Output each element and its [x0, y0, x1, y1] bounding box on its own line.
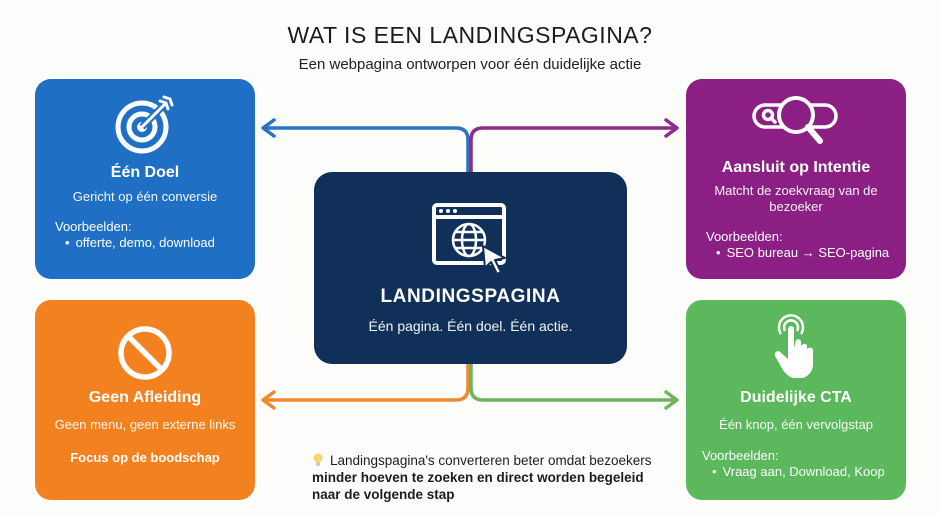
examples-label: Voorbeelden:: [706, 229, 783, 244]
focus-text: Focus op de boodschap: [70, 450, 220, 465]
example-item: SEO bureau → SEO-pagina: [716, 245, 898, 261]
card-aansluit-op-intentie: Aansluit op Intentie Matcht de zoekvraag…: [686, 79, 906, 279]
card-een-doel: Één Doel Gericht op één conversie Voorbe…: [35, 79, 255, 279]
example-item: offerte, demo, download: [65, 235, 247, 251]
card-description: Gericht op één conversie: [72, 189, 218, 204]
connector-to-doel: [262, 126, 470, 174]
tap-hand-icon: [774, 314, 813, 378]
center-title: LANDINGSPAGINA: [380, 286, 561, 307]
example-item: Vraag aan, Download, Koop: [712, 464, 898, 480]
footnote-emphasis: minder hoeven te zoeken en direct worden…: [312, 470, 644, 502]
footnote-text: Landingspagina's converteren beter omdat…: [330, 453, 652, 468]
card-description: Één knop, één vervolgstap: [719, 417, 873, 432]
card-geen-afleiding: Geen Afleiding Geen menu, geen externe l…: [35, 300, 255, 500]
card-duidelijke-cta: Duidelijke CTA Één knop, één vervolgstap…: [686, 300, 906, 500]
examples-block: Voorbeelden: SEO bureau → SEO-pagina: [706, 229, 898, 261]
center-tagline: Één pagina. Één doel. Één actie.: [368, 318, 573, 334]
footnote: Landingspagina's converteren beter omdat…: [312, 452, 652, 503]
card-title: Geen Afleiding: [88, 389, 202, 406]
prohibited-icon: [118, 326, 172, 380]
lightbulb-icon: [313, 453, 323, 466]
card-description: Geen menu, geen externe links: [54, 417, 236, 432]
examples-label: Voorbeelden:: [55, 219, 132, 234]
search-bar-magnifier-icon: [752, 96, 838, 144]
connector-to-cta: [469, 362, 678, 402]
browser-globe-cursor-icon: [431, 203, 506, 275]
card-description: Matcht de zoekvraag van de bezoeker: [714, 183, 878, 214]
target-arrow-icon: [115, 95, 174, 154]
connector-to-intentie: [469, 126, 678, 174]
examples-block: Voorbeelden: Vraag aan, Download, Koop: [702, 448, 898, 480]
card-title: Aansluit op Intentie: [721, 159, 871, 176]
page-title: WAT IS EEN LANDINGSPAGINA?: [287, 22, 653, 48]
card-landingspagina: LANDINGSPAGINA Één pagina. Één doel. Één…: [314, 172, 627, 364]
examples-block: Voorbeelden: offerte, demo, download: [55, 219, 247, 251]
connector-to-afleiding: [262, 362, 470, 402]
page-subtitle: Een webpagina ontworpen voor één duideli…: [298, 56, 642, 73]
examples-label: Voorbeelden:: [702, 448, 779, 463]
card-title: Één Doel: [110, 164, 180, 181]
card-title: Duidelijke CTA: [740, 389, 852, 406]
